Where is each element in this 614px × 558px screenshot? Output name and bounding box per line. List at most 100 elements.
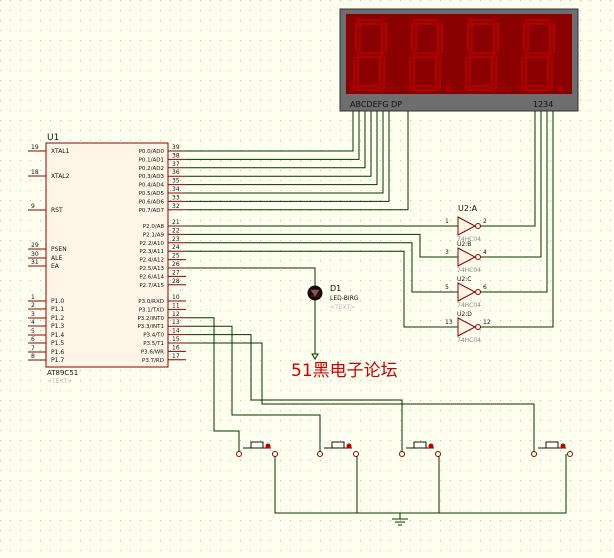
pin-number: 7 xyxy=(31,345,35,352)
mcu-pin-p1-7: 8P1.7 xyxy=(28,353,64,364)
pin-name: P0.7/AD7 xyxy=(139,208,165,214)
gate-input-pin: 5 xyxy=(445,284,449,291)
button-terminal xyxy=(531,451,537,457)
pin-name: P1.2 xyxy=(51,315,64,322)
pin-number: 32 xyxy=(172,203,180,210)
pin-name: P1.6 xyxy=(51,349,64,356)
pin-name: P0.3/AD3 xyxy=(139,174,165,180)
pin-name: P3.3/INT1 xyxy=(137,324,164,330)
pin-number: 19 xyxy=(31,144,39,151)
push-button-3[interactable] xyxy=(399,441,441,457)
decimal-point xyxy=(557,85,563,91)
wire xyxy=(480,111,548,293)
pin-name: P0.6/AD6 xyxy=(139,199,165,205)
pin-name: XTAL2 xyxy=(51,173,70,180)
mcu-body xyxy=(45,142,169,368)
pin-number: 26 xyxy=(172,261,180,268)
button-indicator xyxy=(560,443,566,449)
pin-number: 18 xyxy=(31,169,39,176)
wire xyxy=(274,454,567,514)
pin-number: 22 xyxy=(172,227,180,234)
gate-input-pin: 1 xyxy=(445,218,449,225)
segment xyxy=(413,19,439,25)
segment xyxy=(469,19,495,25)
gate-output-pin: 6 xyxy=(483,284,487,291)
segment xyxy=(357,52,383,58)
pin-name: P3.0/RXD xyxy=(138,299,164,305)
pin-number: 39 xyxy=(172,144,180,151)
pin-name: P2.5/A13 xyxy=(139,266,164,272)
push-button-2[interactable] xyxy=(317,441,359,457)
pin-name: P0.1/AD1 xyxy=(139,157,164,163)
gate-part: 74HC04 xyxy=(457,337,481,344)
pin-name: P0.4/AD4 xyxy=(139,183,165,189)
segment xyxy=(353,57,359,89)
pin-name: P1.3 xyxy=(51,323,64,330)
pin-name: P3.5/T1 xyxy=(143,341,164,347)
segment xyxy=(549,23,555,53)
pin-name: P2.7/A15 xyxy=(139,283,164,289)
pin-name: P1.1 xyxy=(51,306,64,313)
mcu-pin-p1-3: 4P1.3 xyxy=(28,319,64,330)
push-buttons[interactable] xyxy=(236,441,573,457)
pin-name: P1.0 xyxy=(51,298,64,305)
pin-name: P0.5/AD5 xyxy=(139,191,165,197)
push-button-1[interactable] xyxy=(236,441,278,457)
wire xyxy=(186,111,366,169)
wires xyxy=(186,111,567,514)
pin-number: 38 xyxy=(172,152,180,159)
pin-name: RST xyxy=(51,207,63,214)
gate-output-pin: 4 xyxy=(483,249,487,256)
decimal-point xyxy=(389,85,395,91)
pin-name: P2.6/A14 xyxy=(139,274,164,280)
wire xyxy=(186,111,360,160)
pin-number: 28 xyxy=(172,278,180,285)
pin-name: P2.4/A12 xyxy=(139,258,164,264)
pin-number: 5 xyxy=(31,328,35,335)
segment xyxy=(525,52,551,58)
pin-number: 35 xyxy=(172,178,180,185)
pin-name: P3.6/WR xyxy=(141,349,164,355)
segment xyxy=(409,57,415,89)
mcu-pin-p1-6: 7P1.6 xyxy=(28,345,64,356)
mcu-part: AT89C51 xyxy=(47,369,78,377)
inverter-bubble xyxy=(475,289,481,295)
gate-output-pin: 2 xyxy=(483,218,487,225)
mcu-pin-p1-2: 3P1.2 xyxy=(28,311,64,322)
led-d1[interactable]: D1 LED-BIRG <TEXT> xyxy=(307,284,359,360)
seven-segment-display[interactable]: ABCDEFG DP 1234 xyxy=(339,8,579,112)
pin-name: XTAL1 xyxy=(51,148,70,155)
led-part: LED-BIRG xyxy=(330,295,359,302)
wire xyxy=(186,111,378,186)
pin-number: 30 xyxy=(31,251,39,258)
pin-name: P3.1/TXD xyxy=(139,307,164,313)
wire xyxy=(186,242,458,293)
pin-number: 24 xyxy=(172,244,180,251)
pin-number: 11 xyxy=(172,302,180,309)
microcontroller-u1[interactable]: U1 19XTAL118XTAL29RST29PSEN30ALE31EA1P1.… xyxy=(28,133,186,385)
segment xyxy=(413,52,439,58)
wire xyxy=(186,111,390,202)
push-button-4[interactable] xyxy=(531,441,573,457)
pin-number: 37 xyxy=(172,161,180,168)
pin-name: P2.3/A11 xyxy=(139,249,164,255)
display-digit-2 xyxy=(409,19,451,91)
pin-name: P2.0/A8 xyxy=(143,224,165,230)
pin-number: 29 xyxy=(31,242,39,249)
button-terminal xyxy=(317,451,323,457)
pin-number: 23 xyxy=(172,236,180,243)
